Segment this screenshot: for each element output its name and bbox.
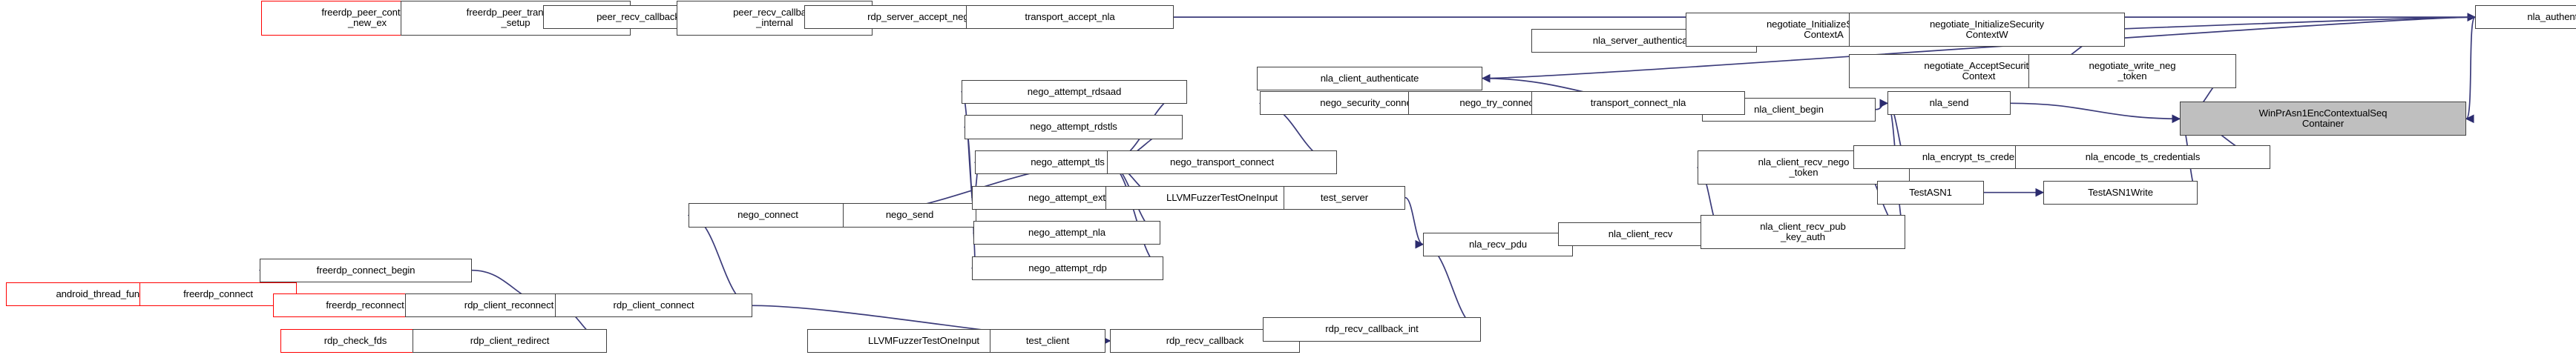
graph-node-nego-attempt-rdstls[interactable]: nego_attempt_rdstls [965,115,1183,139]
graph-node-transport-connect-nla[interactable]: transport_connect_nla [1531,91,1745,116]
graph-edge [1105,158,1164,269]
graph-node-freerdp-connect-begin[interactable]: freerdp_connect_begin [260,258,472,282]
graph-edge [1422,239,1482,331]
graph-node-nla-encode-ts-credentials[interactable]: nla_encode_ts_credentials [2015,145,2270,170]
graph-node-transport-accept-nla[interactable]: transport_accept_nla [966,5,1174,30]
graph-edge [687,210,753,307]
graph-node-nla-client-authenticate[interactable]: nla_client_authenticate [1257,66,1482,90]
graph-node-negotiate-write-neg-token[interactable]: negotiate_write_neg _token [2028,53,2236,88]
graph-node-nego-connect[interactable]: nego_connect [689,203,847,228]
graph-node-testasn1[interactable]: TestASN1 [1877,180,1984,205]
graph-node-nla-recv-pdu[interactable]: nla_recv_pdu [1423,232,1573,256]
graph-edge [2465,16,2476,124]
graph-node-rdp-client-redirect[interactable]: rdp_client_redirect [413,328,607,353]
graph-node-winprasn1enccontextualseq-container[interactable]: WinPrAsn1EncContextualSeq Container [2180,102,2466,136]
graph-node-nego-attempt-rdsaad[interactable]: nego_attempt_rdsaad [962,79,1187,104]
graph-node-nla-send[interactable]: nla_send [1887,91,2011,116]
graph-node-nla-client-recv-pub-key-auth[interactable]: nla_client_recv_pub _key_auth [1701,214,1905,249]
graph-node-testasn1write[interactable]: TestASN1Write [2043,180,2198,205]
graph-node-rdp-check-fds[interactable]: rdp_check_fds [280,328,430,353]
graph-node-test-server[interactable]: test_server [1284,185,1405,210]
graph-edge [1875,99,1889,110]
graph-edge [1404,196,1425,249]
graph-node-rdp-recv-callback-int[interactable]: rdp_recv_callback_int [1263,317,1481,342]
graph-node-nego-attempt-nla[interactable]: nego_attempt_nla [973,221,1160,245]
graph-node-nego-attempt-rdp[interactable]: nego_attempt_rdp [972,256,1163,280]
graph-node-test-client[interactable]: test_client [990,328,1105,353]
graph-node-rdp-client-connect[interactable]: rdp_client_connect [555,293,752,318]
graph-node-nla-client-recv[interactable]: nla_client_recv [1558,222,1723,246]
graph-node-negotiate-initializesecurity-contextw[interactable]: negotiate_InitializeSecurity ContextW [1849,12,2125,47]
graph-node-nla-authenticate[interactable]: nla_authenticate [2475,5,2576,30]
graph-node-nego-transport-connect[interactable]: nego_transport_connect [1107,150,1337,175]
graph-edge [2010,102,2181,124]
graph-node-nego-send[interactable]: nego_send [843,203,976,228]
